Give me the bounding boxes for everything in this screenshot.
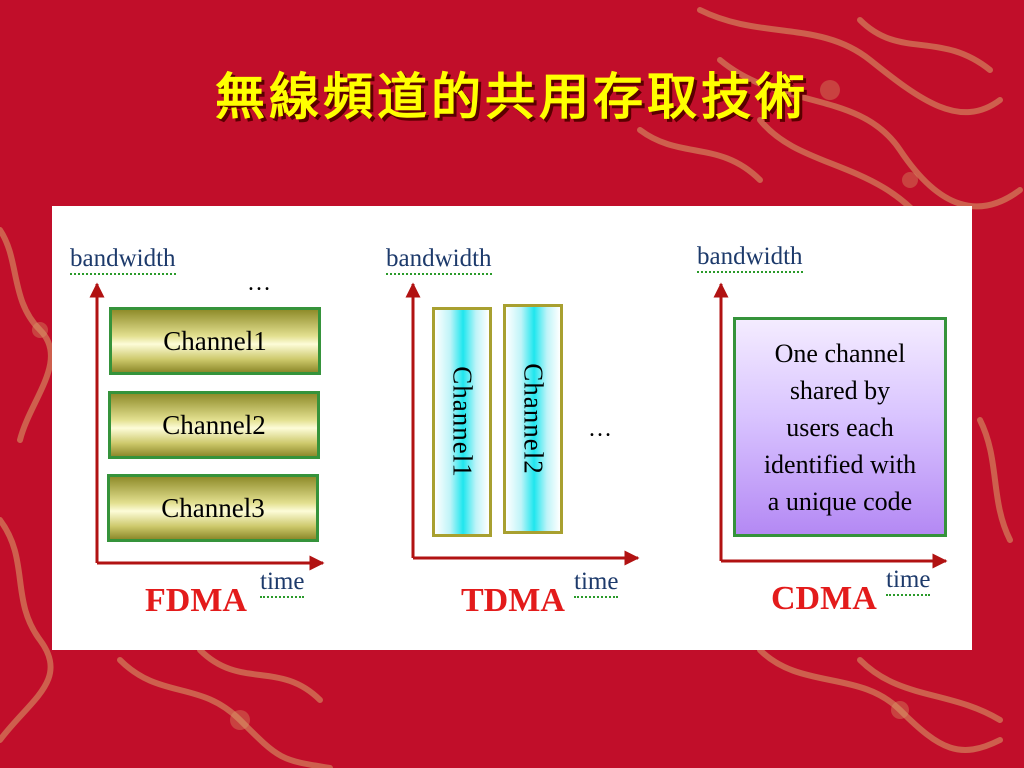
cdma-y-axis-label: bandwidth xyxy=(697,244,803,273)
tdma-scheme-name: TDMA xyxy=(461,582,565,619)
tdma-ellipsis: … xyxy=(588,416,612,442)
tdma-channel-2-label: Channel2 xyxy=(518,363,549,475)
axes-layer xyxy=(89,282,948,571)
fdma-y-axis-label: bandwidth xyxy=(70,246,176,275)
tdma-channel-2: Channel2 xyxy=(503,304,563,534)
slide-title: 無線頻道的共用存取技術 xyxy=(215,67,809,126)
cdma-box-line-1: One channel xyxy=(774,338,906,368)
cdma-box-line-4: identified with xyxy=(763,449,917,479)
fdma-channel-3: Channel3 xyxy=(107,474,319,542)
tdma-y-axis-label: bandwidth xyxy=(386,246,492,275)
fdma-axes xyxy=(89,282,325,571)
fdma-channel-2: Channel2 xyxy=(108,391,320,459)
fdma-scheme-name: FDMA xyxy=(145,582,247,619)
fdma-channel-1: Channel1 xyxy=(109,307,321,375)
fdma-ellipsis: … xyxy=(247,270,271,296)
cdma-box-line-5: a unique code xyxy=(767,486,913,516)
tdma-axes xyxy=(405,282,640,566)
tdma-channel-1-label: Channel1 xyxy=(447,366,478,478)
cdma-scheme-name: CDMA xyxy=(771,580,877,617)
cdma-shared-channel-box: One channel shared by users each identif… xyxy=(733,317,947,537)
cdma-axes xyxy=(713,282,948,569)
fdma-x-axis-label: time xyxy=(260,569,305,598)
cdma-box-line-2: shared by xyxy=(789,375,891,405)
tdma-x-axis-label: time xyxy=(574,569,619,598)
tdma-channel-1: Channel1 xyxy=(432,307,492,537)
cdma-box-line-3: users each xyxy=(786,412,894,442)
multiple-access-diagram-panel: bandwidth … Channel1 Channel2 Channel3 t… xyxy=(52,206,972,650)
cdma-x-axis-label: time xyxy=(886,567,931,596)
